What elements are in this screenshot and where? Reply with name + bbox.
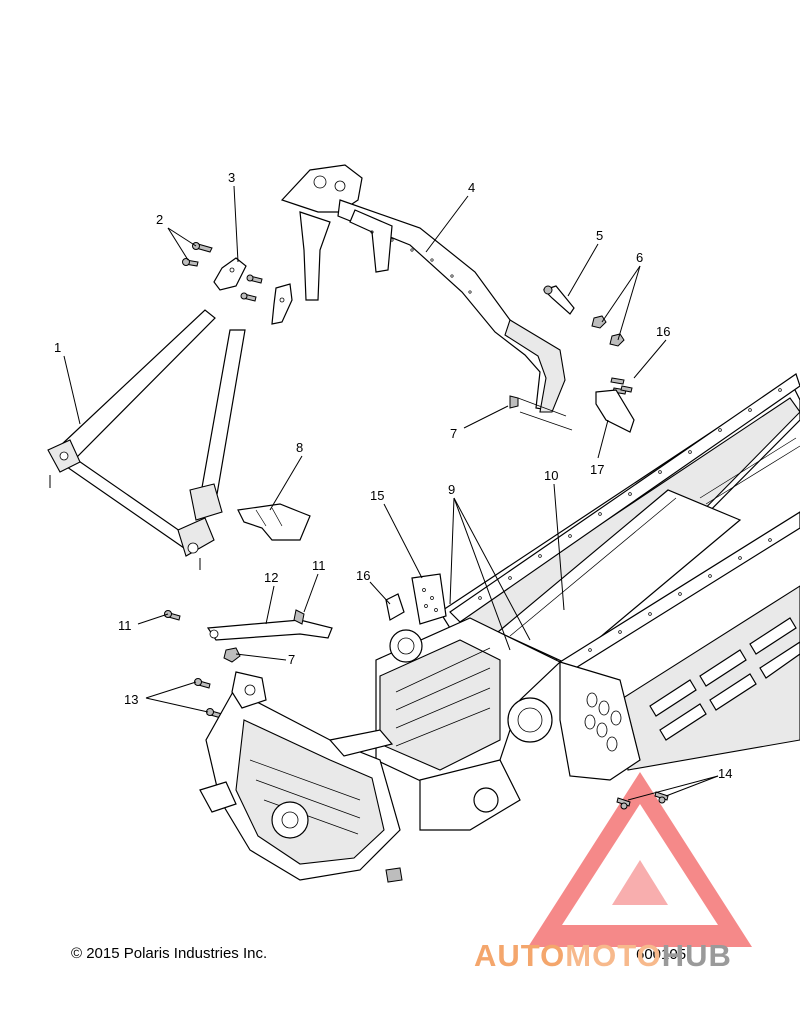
copyright-text: © 2015 Polaris Industries Inc. [71, 945, 268, 962]
steering-post-frame-part-1 [47, 309, 246, 570]
bolts-part-13 [194, 678, 223, 719]
nut-part-7-upper [509, 395, 519, 409]
nuts-part-6 [591, 315, 625, 347]
clips-part-3 [213, 257, 293, 325]
callout-16-lower: 16 [356, 568, 370, 583]
callout-15: 15 [370, 488, 384, 503]
bolts-part-14 [616, 791, 669, 810]
callout-17: 17 [590, 462, 604, 477]
callout-4: 4 [468, 180, 475, 195]
nut-part-7-lower [223, 647, 241, 663]
bracket-part-8 [237, 503, 311, 541]
callout-12: 12 [264, 570, 278, 585]
callout-9: 9 [448, 482, 455, 497]
figure-number: 600105 [636, 946, 687, 963]
callout-6: 6 [636, 250, 643, 265]
callout-13: 13 [124, 692, 138, 707]
leader-lines [63, 185, 719, 801]
callout-5: 5 [596, 228, 603, 243]
callout-16-upper: 16 [656, 324, 670, 339]
watermark-part1: AUTO [474, 938, 566, 973]
watermark-text: AUTOMOTOHUB [474, 938, 732, 974]
callout-7-upper: 7 [450, 426, 457, 441]
link-part-12 [206, 619, 333, 641]
callout-3: 3 [228, 170, 235, 185]
steering-support-part-4 [280, 164, 573, 431]
bolts-part-2 [182, 242, 263, 302]
watermark-part3: HUB [661, 938, 732, 973]
callout-2: 2 [156, 212, 163, 227]
callout-7-lower: 7 [288, 652, 295, 667]
callout-14: 14 [718, 766, 732, 781]
bracket-part-5 [542, 285, 575, 315]
callout-11-right: 11 [312, 558, 326, 573]
callout-11-left: 11 [118, 618, 132, 633]
callout-8: 8 [296, 440, 303, 455]
callout-1: 1 [54, 340, 61, 355]
chassis-tunnel [199, 373, 800, 883]
watermark-part2: MOTO [565, 938, 662, 973]
callout-numbers: 1 2 3 4 5 6 16 7 17 8 9 10 15 16 12 11 1… [54, 170, 732, 781]
watermark-logo-icon [528, 772, 752, 947]
callout-10: 10 [544, 468, 558, 483]
plate-part-17 [595, 389, 635, 433]
